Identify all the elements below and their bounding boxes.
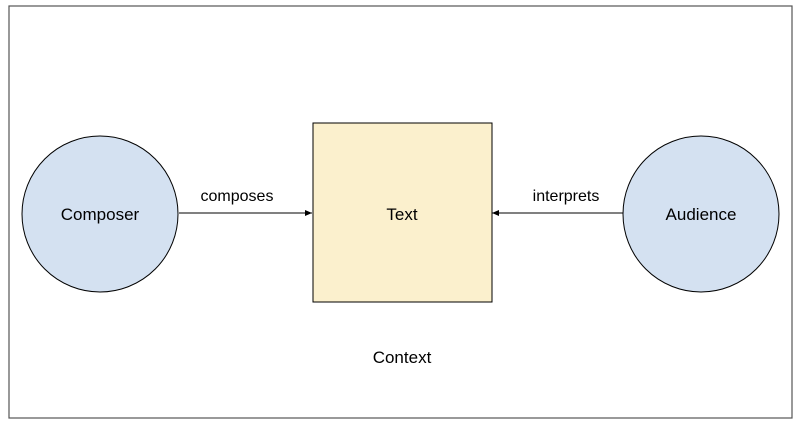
composes-label: composes [201, 188, 274, 205]
composer-label: Composer [61, 205, 140, 224]
interprets-label: interprets [533, 188, 600, 205]
audience-label: Audience [666, 205, 737, 224]
audience-node [622, 135, 780, 293]
text-label: Text [386, 205, 417, 224]
composer-node [21, 135, 179, 293]
text-node [312, 122, 493, 303]
context-label: Context [373, 348, 432, 367]
